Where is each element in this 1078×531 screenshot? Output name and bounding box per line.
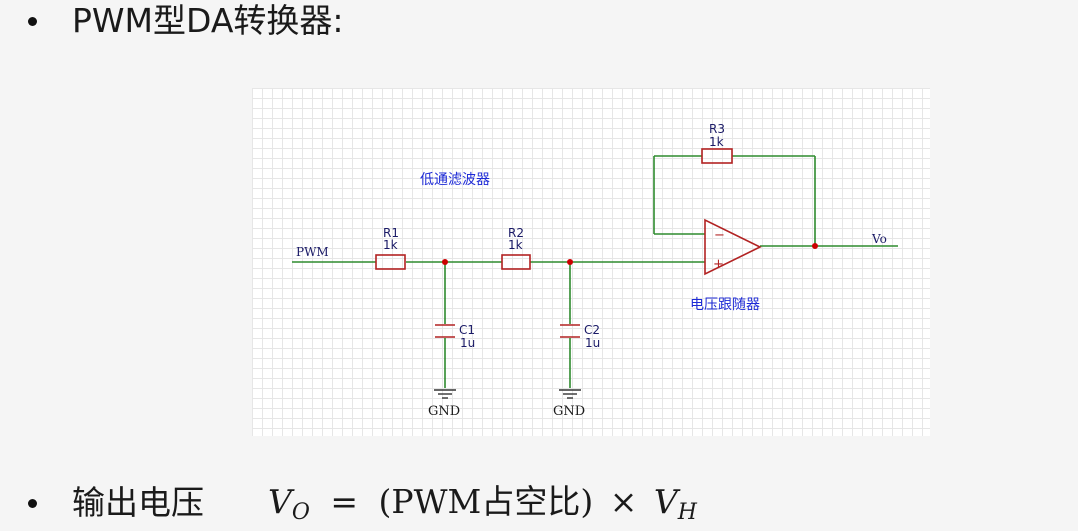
formula-duty-cycle: (PWM占空比) bbox=[378, 482, 594, 521]
c1-name: C1 bbox=[459, 323, 475, 337]
net-label-vo: Vo bbox=[871, 232, 887, 246]
output-formula: VO = (PWM占空比) × VH bbox=[268, 480, 697, 531]
r3-name: R3 bbox=[709, 122, 725, 136]
lowpass-label: 低通滤波器 bbox=[420, 172, 490, 188]
bullet-dot-heading bbox=[28, 17, 37, 26]
resistor-r2 bbox=[501, 254, 531, 270]
junction-node2 bbox=[567, 259, 573, 265]
capacitor-c2 bbox=[560, 324, 580, 338]
opamp-plus: + bbox=[713, 257, 724, 272]
gnd-label-2: GND bbox=[553, 404, 585, 419]
formula-vo-var: V bbox=[268, 482, 292, 521]
schematic-svg: − + 低通滤波器 电压跟随器 PWM Vo R1 1k R2 1k R3 1k… bbox=[292, 122, 898, 419]
net-label-pwm: PWM bbox=[296, 245, 329, 259]
formula-equals: = bbox=[330, 482, 359, 521]
formula-vh-sub: H bbox=[677, 500, 697, 525]
output-voltage-label: 输出电压 bbox=[72, 483, 204, 522]
formula-times: × bbox=[609, 482, 638, 521]
formula-vo-sub: O bbox=[291, 500, 310, 525]
c2-name: C2 bbox=[584, 323, 600, 337]
c2-value: 1u bbox=[585, 336, 600, 350]
r2-value: 1k bbox=[508, 238, 523, 252]
formula-vh-var: V bbox=[653, 482, 678, 521]
junction-node1 bbox=[442, 259, 448, 265]
resistor-r3 bbox=[701, 148, 733, 164]
opamp-icon bbox=[704, 218, 762, 276]
bullet-dot-output bbox=[28, 499, 37, 508]
r2-name: R2 bbox=[508, 226, 524, 240]
opamp-minus: − bbox=[714, 228, 725, 243]
r1-name: R1 bbox=[383, 226, 399, 240]
follower-label: 电压跟随器 bbox=[690, 297, 760, 313]
heading-text: PWM型DA转换器: bbox=[72, 1, 344, 40]
ground-icon bbox=[559, 389, 581, 399]
r3-value: 1k bbox=[709, 135, 724, 149]
junction-output bbox=[812, 243, 818, 249]
gnd-label-1: GND bbox=[428, 404, 460, 419]
circuit-schematic: − + 低通滤波器 电压跟随器 PWM Vo R1 1k R2 1k R3 1k… bbox=[252, 88, 930, 436]
c1-value: 1u bbox=[460, 336, 475, 350]
capacitor-c1 bbox=[435, 324, 455, 338]
ground-icon bbox=[434, 389, 456, 399]
wires bbox=[292, 155, 898, 388]
resistor-r1 bbox=[375, 254, 406, 270]
r1-value: 1k bbox=[383, 238, 398, 252]
